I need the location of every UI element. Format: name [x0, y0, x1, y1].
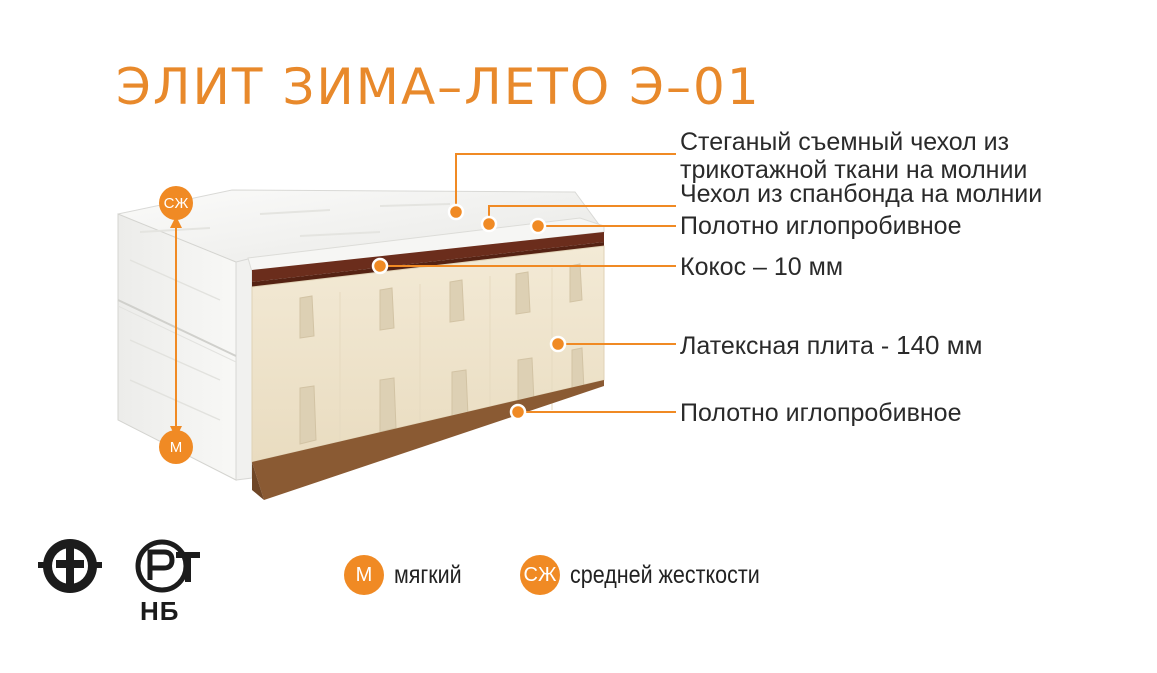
- rst-logo: [135, 539, 200, 593]
- product-title: ЭЛИТ ЗИМА–ЛЕТО Э–01: [116, 58, 761, 116]
- spunbond-layer: [247, 217, 605, 273]
- layer-label-latex-prefix: Латексная плита -: [680, 332, 897, 360]
- marker-cover: [447, 203, 465, 221]
- latex-cavities: [299, 263, 585, 445]
- coconut-layer: [252, 232, 604, 282]
- layer-label-cover: Стеганый съемный чехол из трикотажной тк…: [680, 128, 1027, 184]
- marker-felt-top: [529, 217, 547, 235]
- legend-soft-badge: М: [344, 555, 384, 595]
- marker-felt-bottom: [509, 403, 527, 421]
- cover-front-edge: [235, 257, 253, 481]
- legend-medium: СЖ средней жесткости: [520, 552, 791, 598]
- layer-label-spunbond: Чехол из спанбонда на молнии: [680, 180, 1043, 208]
- layer-label-latex-value: 140 мм: [896, 330, 983, 360]
- layer-label-latex: Латексная плита - 140 мм: [680, 331, 983, 360]
- legend-soft-text: мягкий: [394, 560, 462, 589]
- gost-logo: [38, 539, 102, 593]
- marker-latex: [549, 335, 567, 353]
- legend-soft: М мягкий: [344, 552, 473, 598]
- layer-label-cover-line2: трикотажной ткани на молнии: [680, 156, 1028, 184]
- marker-spunbond: [480, 215, 498, 233]
- legend-medium-badge: СЖ: [520, 555, 560, 595]
- layer-label-felt-top: Полотно иглопробивное: [680, 212, 962, 240]
- layer-label-coconut: Кокос – 10 мм: [680, 253, 844, 281]
- scale-badge-top: СЖ: [159, 186, 193, 220]
- legend-medium-text: средней жесткости: [570, 560, 760, 589]
- layer-label-cover-line1: Стеганый съемный чехол из: [680, 128, 1010, 156]
- certificate-nb-text: НБ: [140, 596, 180, 626]
- scale-badge-bottom: М: [159, 430, 193, 464]
- layer-label-felt-bottom: Полотно иглопробивное: [680, 399, 962, 427]
- marker-coconut: [371, 257, 389, 275]
